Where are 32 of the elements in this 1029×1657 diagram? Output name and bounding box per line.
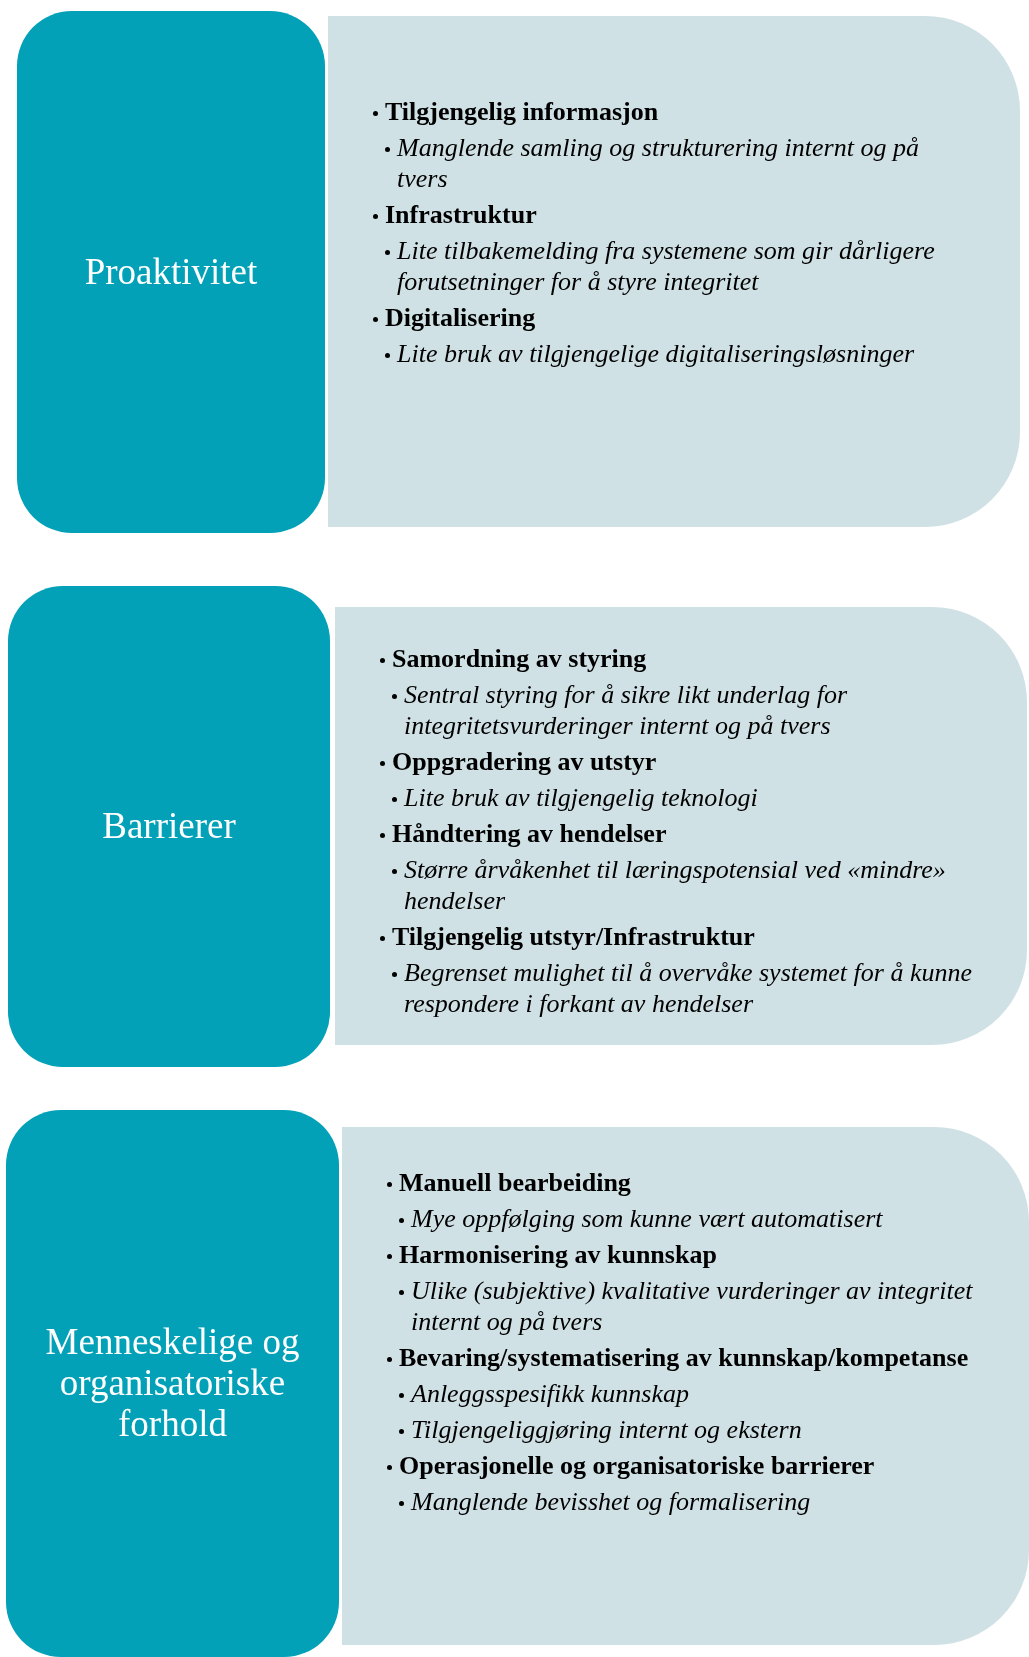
category-box [8,586,330,1067]
bullet-heading: Digitalisering [385,302,537,333]
category-label: Menneskelige og organisatoriske forhold [44,1322,301,1445]
content-panel [325,16,1020,527]
bullet-heading: Tilgjengelig utstyr/Infrastruktur [392,921,756,952]
category-box [17,11,325,533]
content-panel [339,1127,1029,1645]
category-label: Proaktivitet [83,251,259,293]
bullet-heading: Samordning av styring [392,643,648,674]
sub-bullet-text: Tilgjengeliggjøring internt og ekstern [411,1414,803,1445]
sub-bullet-text: Lite bruk av tilgjengelige digitaliseringsløsninger [397,338,916,369]
bullet-heading: Infrastruktur [385,199,538,230]
sub-bullet-text: Lite bruk av tilgjengelig teknologi [404,782,759,813]
sub-bullet-text: Manglende samling og strukturering internt og på tvers [397,132,920,194]
bullet-heading: Tilgjengelig informasjon [385,96,660,127]
sub-bullet-text: Større årvåkenhet til læringspotensial ved «mindre» hendelser [404,854,947,916]
bullet-heading: Operasjonelle og organisatoriske barrierer [399,1450,876,1481]
sub-bullet-text: Sentral styring for å sikre likt underlag for integritetsvurderinger internt og på tvers [404,679,849,741]
bullet-heading: Oppgradering av utstyr [392,746,658,777]
content-panel [332,607,1027,1045]
category-label: Barrierer [101,806,237,847]
sub-bullet-text: Anleggsspesifikk kunnskap [411,1378,690,1409]
bullet-heading: Bevaring/systematisering av kunnskap/kompetanse [399,1342,970,1373]
category-box [6,1110,339,1657]
bullet-heading: Håndtering av hendelser [392,818,668,849]
sub-bullet-text: Lite tilbakemelding fra systemene som gir dårligere forutsetninger for å styre integritet [397,235,936,297]
sub-bullet-text: Manglende bevisshet og formalisering [411,1486,812,1517]
sub-bullet-text: Ulike (subjektive) kvalitative vurderinger av integritet internt og på tvers [411,1275,974,1337]
bullet-heading: Manuell bearbeiding [399,1167,632,1198]
sub-bullet-text: Mye oppfølging som kunne vært automatisert [411,1203,884,1234]
bullet-heading: Harmonisering av kunnskap [399,1239,718,1270]
sub-bullet-text: Begrenset mulighet til å overvåke systemet for å kunne respondere i forkant av hendelser [404,957,973,1019]
